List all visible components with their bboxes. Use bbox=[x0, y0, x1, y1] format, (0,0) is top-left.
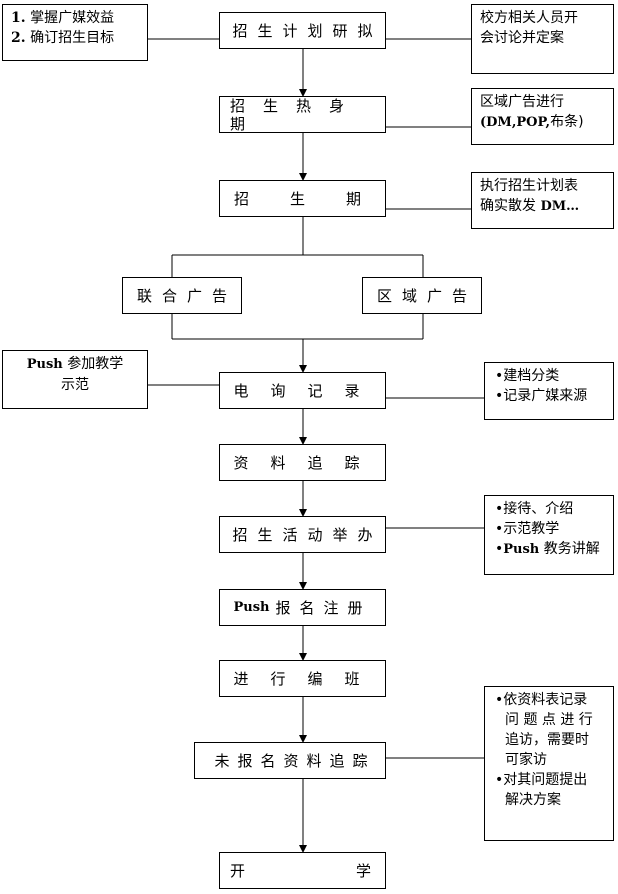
note-execute-plan-line2: 确实散发 DM… bbox=[480, 198, 580, 214]
step-class-grouping-label: 进行编班 bbox=[233, 669, 382, 688]
step-registration: Push 报名注册 bbox=[219, 589, 386, 626]
note-push-demo: Push 参加教学 示范 bbox=[2, 350, 148, 409]
note-reception-line1: 接待、介绍 bbox=[495, 499, 605, 519]
step-event: 招生活动举办 bbox=[219, 516, 386, 553]
note-reception-line3: Push 教务讲解 bbox=[495, 539, 605, 560]
note-followup-line3: 追访，需要时 bbox=[505, 732, 589, 748]
step-data-tracking: 资料追踪 bbox=[219, 444, 386, 481]
step-data-tracking-label: 资料追踪 bbox=[233, 453, 382, 472]
note-filing-line2: 记录广媒来源 bbox=[495, 386, 605, 406]
note-reception: 接待、介绍 示范教学 Push 教务讲解 bbox=[484, 495, 614, 575]
step-school-start-char2: 学 bbox=[355, 861, 371, 880]
step-unregistered-tracking: 未报名资料追踪 bbox=[194, 742, 386, 779]
step-warmup-label: 招生热身期 bbox=[230, 96, 363, 133]
note-meeting: 校方相关人员开 会讨论并定案 bbox=[471, 4, 614, 74]
note-goals-line1: 1. 掌握广媒效益 bbox=[11, 10, 115, 26]
step-registration-label: 报名注册 bbox=[275, 598, 372, 617]
note-regional-ad-line2: (DM,POP,布条) bbox=[480, 114, 584, 130]
note-followup: 依资料表记录 问 题 点 进 行 追访，需要时 可家访 对其问题提出 解决方案 bbox=[484, 686, 614, 841]
step-warmup: 招生热身期 bbox=[219, 96, 386, 133]
step-enrollment-char2: 生 bbox=[289, 189, 305, 208]
note-regional-ad: 区域广告进行 (DM,POP,布条) bbox=[471, 88, 614, 145]
step-enrollment-char3: 期 bbox=[345, 189, 361, 208]
note-regional-ad-line1: 区域广告进行 bbox=[480, 94, 564, 110]
note-followup-line6: 解决方案 bbox=[505, 792, 561, 808]
note-goals-line2: 2. 确订招生目标 bbox=[11, 30, 115, 46]
note-execute-plan: 执行招生计划表 确实散发 DM… bbox=[471, 172, 614, 229]
note-push-demo-line2: 示范 bbox=[61, 377, 89, 393]
note-push-demo-line1: Push 参加教学 bbox=[26, 356, 124, 372]
note-followup-line2: 问 题 点 进 行 bbox=[505, 712, 593, 728]
step-unregistered-tracking-label: 未报名资料追踪 bbox=[214, 751, 376, 770]
step-enrollment-period: 招 生 期 bbox=[219, 180, 386, 217]
step-school-start-char1: 开 bbox=[230, 861, 246, 880]
step-event-label: 招生活动举办 bbox=[232, 525, 383, 544]
note-reception-line2: 示范教学 bbox=[495, 519, 605, 539]
note-goals: 1. 掌握广媒效益 2. 确订招生目标 bbox=[2, 4, 148, 61]
step-school-start: 开 学 bbox=[219, 852, 386, 889]
step-regional-ad: 区域广告 bbox=[362, 277, 482, 314]
note-meeting-line2: 会讨论并定案 bbox=[480, 30, 564, 46]
step-phone-record-label: 电询记录 bbox=[233, 381, 382, 400]
step-registration-push: Push bbox=[233, 599, 270, 615]
note-filing: 建档分类 记录广媒来源 bbox=[484, 362, 614, 420]
step-plan-label: 招生计划研拟 bbox=[232, 21, 383, 40]
note-followup-line1: 依资料表记录 bbox=[495, 690, 605, 710]
step-joint-ad: 联合广告 bbox=[122, 277, 242, 314]
note-followup-line4: 可家访 bbox=[505, 752, 547, 768]
note-meeting-line1: 校方相关人员开 bbox=[480, 10, 578, 26]
step-enrollment-char1: 招 bbox=[234, 189, 250, 208]
step-joint-ad-label: 联合广告 bbox=[136, 286, 237, 305]
step-phone-record: 电询记录 bbox=[219, 372, 386, 409]
note-execute-plan-line1: 执行招生计划表 bbox=[480, 178, 578, 194]
step-class-grouping: 进行编班 bbox=[219, 660, 386, 697]
step-plan: 招生计划研拟 bbox=[219, 12, 386, 49]
note-filing-line1: 建档分类 bbox=[495, 366, 605, 386]
step-regional-ad-label: 区域广告 bbox=[376, 286, 477, 305]
note-followup-line5: 对其问题提出 bbox=[495, 770, 605, 790]
